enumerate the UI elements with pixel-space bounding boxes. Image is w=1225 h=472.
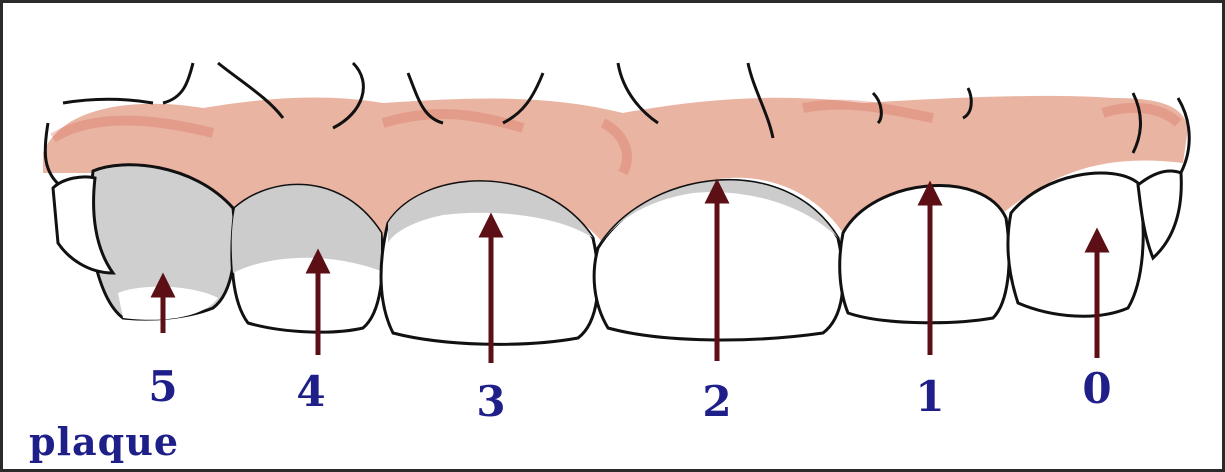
score-label-5: 5 — [148, 362, 177, 411]
score-label-1: 1 — [915, 372, 944, 421]
score-label-4: 4 — [296, 367, 325, 416]
score-label-2: 2 — [702, 377, 731, 426]
score-label-0: 0 — [1082, 364, 1111, 413]
plaque-caption: plaque — [29, 419, 179, 464]
score-label-3: 3 — [476, 377, 505, 426]
teeth-illustration: 5 4 3 2 1 0 — [3, 3, 1225, 472]
tooth-4 — [232, 185, 383, 332]
